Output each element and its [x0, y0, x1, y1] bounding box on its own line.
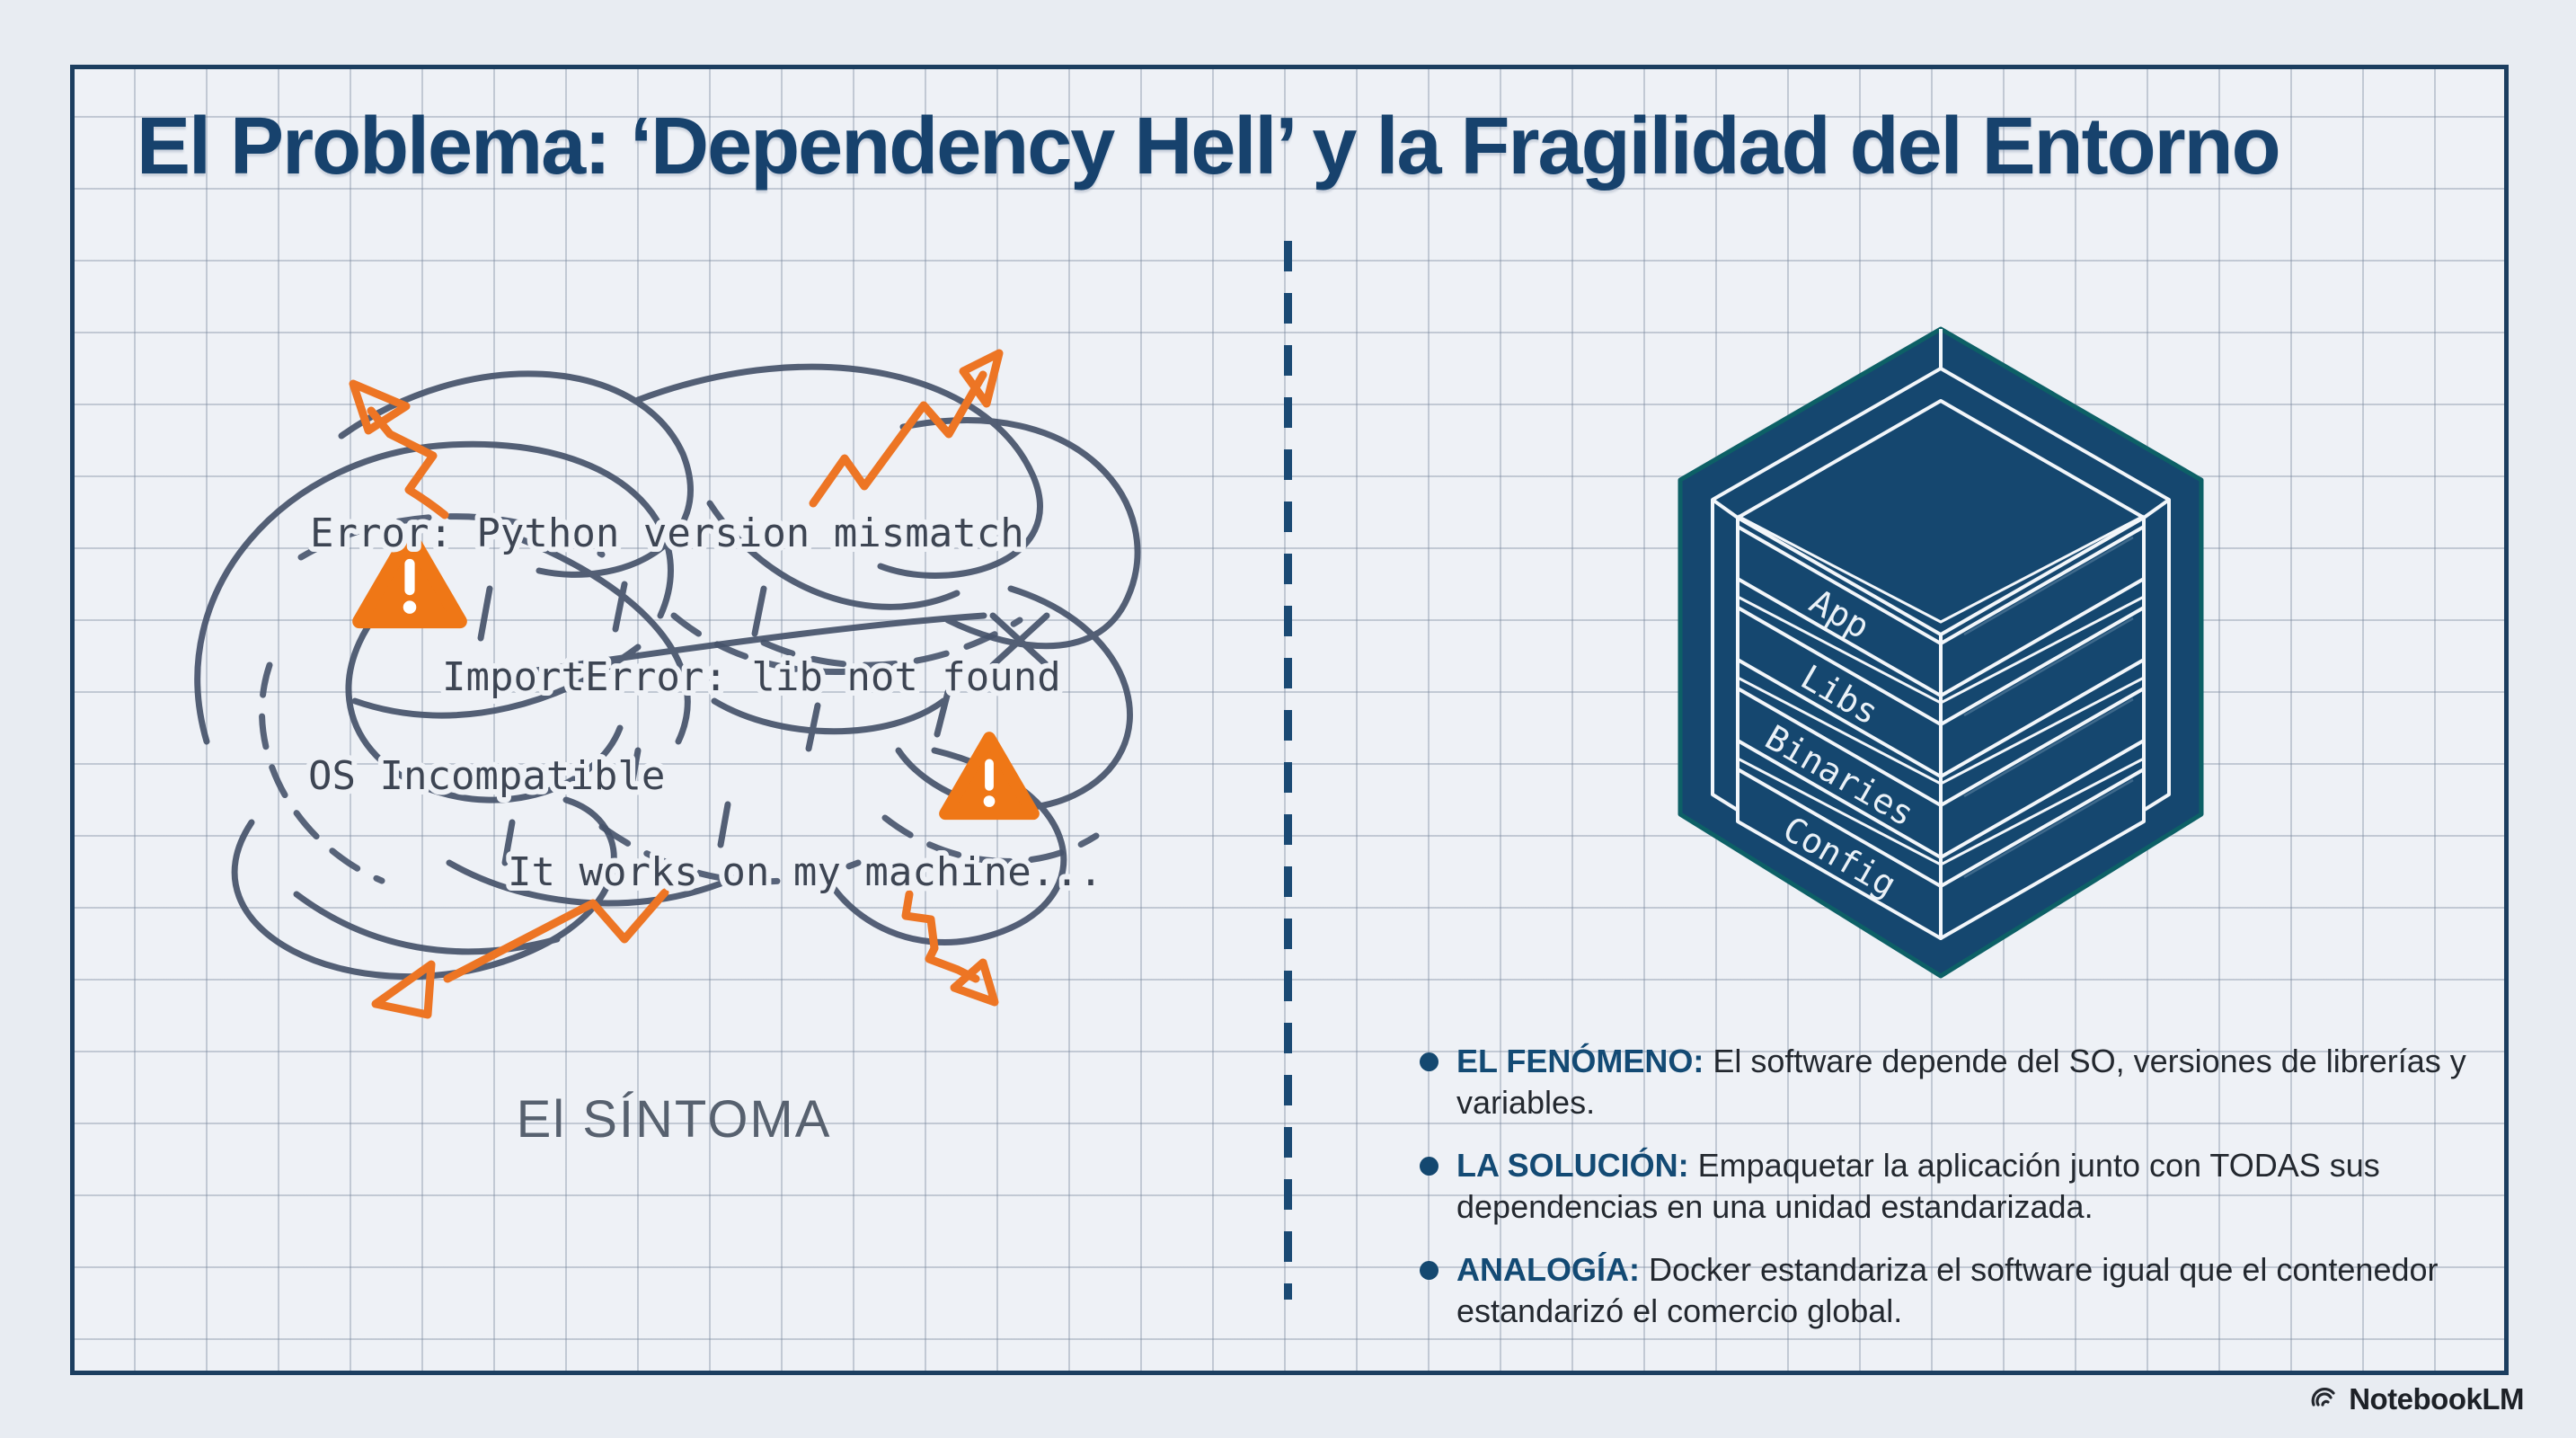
- warning-triangle-icon: [352, 528, 467, 629]
- dependency-tangle-diagram: Error: Python version mismatch ImportErr…: [194, 349, 1141, 1019]
- brand-name: NotebookLM: [2349, 1382, 2524, 1416]
- bullet-label: ANALOGÍA:: [1456, 1251, 1640, 1289]
- tangle-dashed-curves: [259, 513, 1100, 885]
- arrow-trend-up-icon: [809, 349, 1004, 508]
- bullet-label: LA SOLUCIÓN:: [1456, 1147, 1689, 1185]
- arrow-down-left-icon: [371, 888, 669, 1019]
- container-isometric-diagram: App Libs Binaries Config: [1677, 326, 2204, 979]
- list-item: ANALOGÍA:Docker estandariza el software …: [1420, 1249, 2489, 1332]
- list-item: EL FENÓMENO:El software depende del SO, …: [1420, 1041, 2489, 1123]
- page-title: El Problema: ‘Dependency Hell’ y la Frag…: [137, 102, 2281, 191]
- notebooklm-logo-icon: [2311, 1387, 2335, 1407]
- bullet-dot-icon: [1420, 1261, 1438, 1281]
- container-face-texture: [1963, 536, 2134, 879]
- bullet-dot-icon: [1420, 1157, 1438, 1176]
- error-text-works-on-my-machine: It works on my machine...: [508, 849, 1102, 895]
- dashed-divider: [1284, 241, 1292, 1300]
- bullet-text: Docker estandariza el software igual que…: [1456, 1251, 2439, 1330]
- arrow-up-left-icon: [349, 379, 449, 519]
- arrow-down-right-icon: [901, 890, 999, 1007]
- key-points-list: EL FENÓMENO:El software depende del SO, …: [1420, 1041, 2489, 1354]
- bullet-text: Empaquetar la aplicación junto con TODAS…: [1456, 1147, 2380, 1226]
- bullet-text: El software depende del SO, versiones de…: [1456, 1043, 2466, 1122]
- list-item: LA SOLUCIÓN:Empaquetar la aplicación jun…: [1420, 1145, 2489, 1228]
- left-caption: El SÍNTOMA: [516, 1090, 832, 1149]
- error-text-version-mismatch: Error: Python version mismatch: [310, 510, 1024, 556]
- bullet-dot-icon: [1420, 1052, 1438, 1071]
- warning-triangle-icon: [939, 732, 1040, 821]
- error-text-os-incompatible: OS Incompatible: [308, 753, 665, 799]
- container-layer-stack: [1736, 514, 2146, 940]
- error-text-import-error: ImportError: lib not found: [442, 654, 1061, 700]
- bullet-label: EL FENÓMENO:: [1456, 1043, 1704, 1079]
- brand-footer: NotebookLM: [2309, 1382, 2524, 1416]
